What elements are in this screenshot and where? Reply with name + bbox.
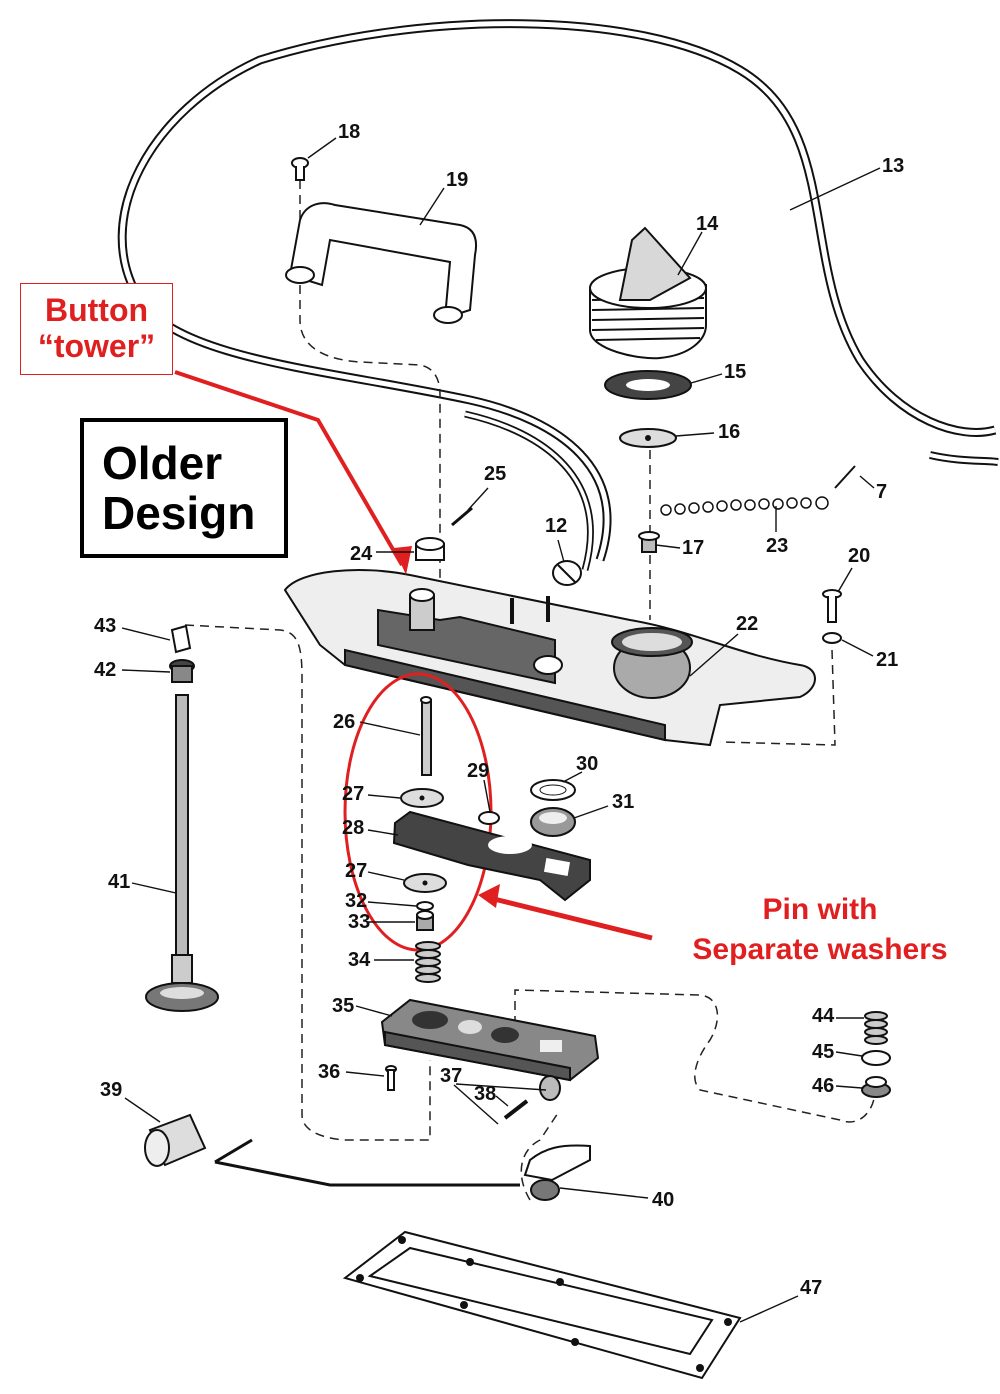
part-label-37: 37 [440, 1065, 462, 1087]
part-label-25: 25 [484, 463, 506, 485]
older-design-label: Older Design [80, 418, 288, 558]
washer-32 [416, 901, 434, 911]
fitting-43 [170, 624, 192, 654]
spring-44 [864, 1011, 888, 1045]
housing-22 [283, 569, 816, 747]
screw-18 [291, 157, 309, 181]
cap-31 [530, 807, 576, 837]
part-label-15: 15 [724, 361, 746, 383]
pin-25 [451, 506, 473, 527]
knob-14 [589, 226, 707, 360]
screw-36 [385, 1065, 397, 1091]
older-design-line-2: Design [102, 487, 256, 539]
part-label-16: 16 [718, 421, 740, 443]
part-label-34: 34 [348, 949, 371, 971]
part-label-28: 28 [342, 817, 364, 839]
valve-stem-41 [145, 694, 219, 1012]
washer-16-hole [645, 435, 651, 441]
part-label-19: 19 [446, 169, 468, 191]
washer-21 [822, 632, 842, 644]
part-label-38: 38 [474, 1083, 496, 1105]
part-label-26: 26 [333, 711, 355, 733]
part-label-13: 13 [882, 155, 904, 177]
spring-34 [415, 941, 441, 983]
filter-39 [144, 1113, 207, 1167]
button-tower-line-2: “tower” [37, 328, 156, 364]
part-label-12: 12 [545, 515, 567, 537]
washer-15-hole [626, 379, 670, 391]
clip-12-detail [557, 564, 576, 583]
part-label-22: 22 [736, 613, 758, 635]
screw-20 [822, 589, 842, 623]
older-design-line-1: Older [102, 437, 223, 489]
part-label-40: 40 [652, 1189, 674, 1211]
pin-washers-annotation: Pin with Separate washers [660, 890, 980, 970]
nut-33 [416, 910, 434, 931]
bead-chain-23 [660, 496, 829, 516]
screw-17 [638, 531, 660, 553]
leader-lines [121, 137, 881, 1323]
part-label-14: 14 [696, 213, 719, 235]
part-label-27-upper: 27 [342, 783, 364, 805]
pin-38 [503, 1099, 529, 1120]
part-label-29: 29 [467, 760, 489, 782]
assembly-dashed-lines [184, 180, 876, 1201]
part-label-7: 7 [876, 481, 887, 503]
button-tower-line-1: Button [44, 292, 149, 328]
part-label-35: 35 [332, 995, 354, 1017]
part-label-46: 46 [812, 1075, 834, 1097]
part-label-42: 42 [94, 659, 116, 681]
part-label-43: 43 [94, 615, 116, 637]
part-numbers: 18 19 13 14 15 16 7 25 12 23 17 24 20 22… [94, 121, 904, 1299]
washer-30-hole [539, 784, 567, 796]
diaphragm-plate-28 [392, 810, 591, 902]
button-tower-annotation: Button “tower” [20, 283, 173, 375]
pin-26 [420, 696, 432, 776]
bracket-19 [285, 202, 478, 324]
part-label-17: 17 [682, 537, 704, 559]
valve-body-35 [380, 998, 600, 1101]
part-label-41: 41 [108, 871, 130, 893]
part-label-31: 31 [612, 791, 634, 813]
washer-27-lower-hole [422, 880, 428, 886]
cable-13 [117, 19, 999, 571]
part-label-23: 23 [766, 535, 788, 557]
washer-29 [478, 811, 500, 825]
nut-42 [169, 659, 195, 683]
washer-27-upper-hole [419, 795, 425, 801]
part-label-45: 45 [812, 1041, 834, 1063]
part-label-32: 32 [345, 890, 367, 912]
gasket-47 [342, 1230, 742, 1380]
lever-40 [214, 1138, 591, 1201]
part-label-18: 18 [338, 121, 360, 143]
part-label-47: 47 [800, 1277, 822, 1299]
part-label-44: 44 [812, 1005, 835, 1027]
nut-46 [861, 1076, 891, 1098]
part-label-33: 33 [348, 911, 370, 933]
part-label-20: 20 [848, 545, 870, 567]
part-label-36: 36 [318, 1061, 340, 1083]
pin-note-line-2: Separate washers [692, 933, 948, 966]
part-label-24: 24 [350, 543, 373, 565]
washer-45 [861, 1050, 891, 1066]
annotation-arrows [174, 370, 653, 941]
part-label-39: 39 [100, 1079, 122, 1101]
pin-7 [834, 465, 856, 489]
part-label-30: 30 [576, 753, 598, 775]
pin-note-line-1: Pin with [762, 893, 878, 926]
cap-24 [415, 537, 445, 561]
part-label-27-lower: 27 [345, 860, 367, 882]
part-label-21: 21 [876, 649, 898, 671]
